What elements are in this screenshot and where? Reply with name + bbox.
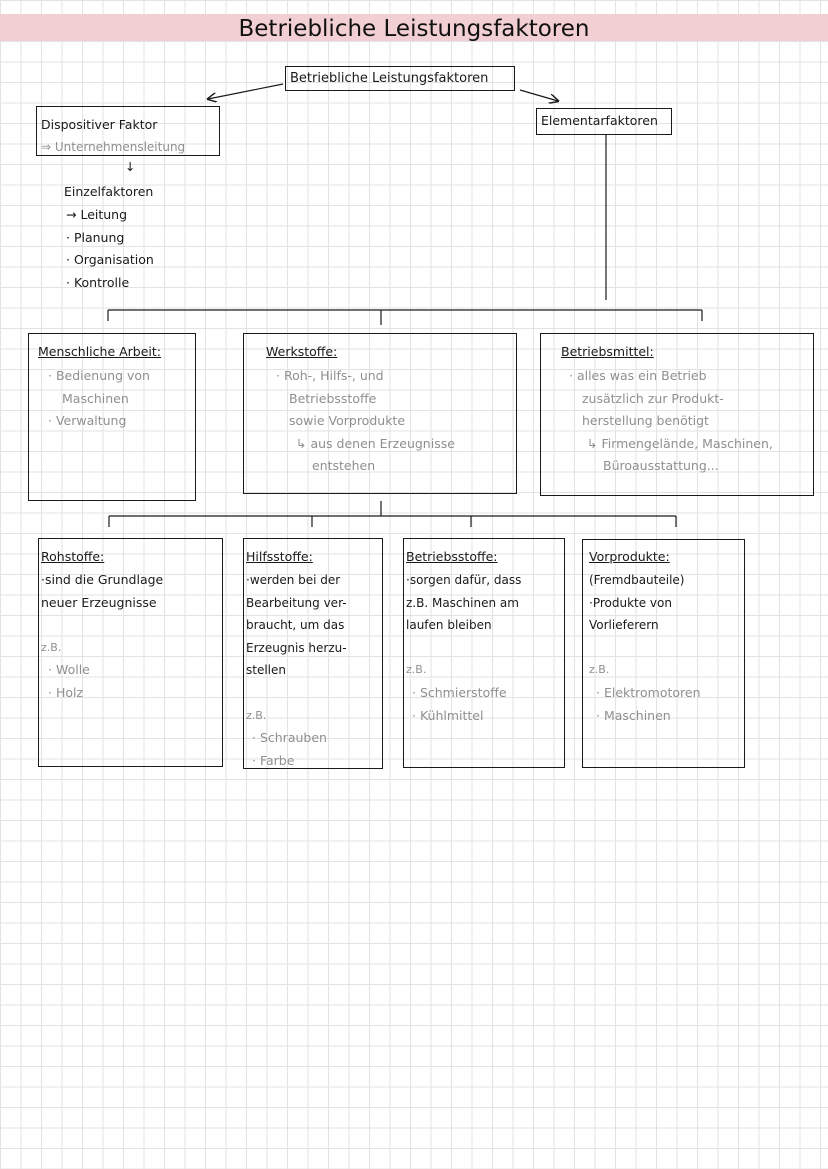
text-line: herstellung benötigt xyxy=(582,413,709,428)
text-line: Betriebsstoffe xyxy=(289,390,377,406)
arrow-to-elementar xyxy=(519,89,558,101)
text-line: ↳ aus denen Erzeugnisse xyxy=(296,435,455,451)
betriebsstoffe-text: ·sorgen dafür, dass z.B. Maschinen am la… xyxy=(406,569,521,637)
text-line: laufen bleiben xyxy=(406,618,492,632)
text-line: · alles was ein Betrieb xyxy=(569,368,707,383)
betriebsstoffe-zb: z.B. xyxy=(406,663,427,676)
page-title: Betriebliche Leistungsfaktoren xyxy=(238,16,590,42)
vorprodukte-zb: z.B. xyxy=(589,663,610,676)
vorprodukte-box xyxy=(582,539,745,768)
text-line: z.B. Maschinen am xyxy=(406,595,519,610)
example-item: · Elektromotoren xyxy=(596,685,701,700)
betriebsmittel-text: · alles was ein Betrieb zusätzlich zur P… xyxy=(569,365,773,478)
betriebsmittel-heading: Betriebsmittel: xyxy=(561,344,654,359)
text-line: ·werden bei der xyxy=(246,573,341,587)
text-line: Erzeugnis herzu- xyxy=(246,640,347,655)
text-line: · Verwaltung xyxy=(48,413,127,428)
elementar-label: Elementarfaktoren xyxy=(541,113,658,128)
betriebsmittel-box xyxy=(540,333,814,496)
text-line: Bearbeitung ver- xyxy=(246,595,347,610)
einzelfaktor-item: · Planung xyxy=(66,229,125,245)
text-line: sowie Vorprodukte xyxy=(289,413,406,428)
dispositiv-box xyxy=(36,106,220,156)
root-label: Betriebliche Leistungsfaktoren xyxy=(290,71,489,86)
einzelfaktor-item: · Organisation xyxy=(66,252,154,267)
hilfsstoffe-text: ·werden bei der Bearbeitung ver- braucht… xyxy=(246,569,347,682)
hilfsstoffe-heading: Hilfsstoffe: xyxy=(246,549,313,564)
hilfsstoffe-examples: · Schrauben · Farbe xyxy=(252,727,327,772)
rohstoffe-heading: Rohstoffe: xyxy=(41,549,105,564)
werkstoffe-text: · Roh-, Hilfs-, und Betriebsstoffe sowie… xyxy=(276,365,455,478)
vorprodukte-heading: Vorprodukte: xyxy=(589,549,670,564)
root-box xyxy=(285,66,515,91)
betriebsstoffe-box xyxy=(403,538,565,768)
menschliche-arbeit-text: · Bedienung von Maschinen · Verwaltung xyxy=(48,365,150,433)
down-arrow: ↓ xyxy=(125,159,136,174)
dispositiv-sub: ⇒ Unternehmensleitung xyxy=(41,140,186,154)
rohstoffe-text: ·sind die Grundlage neuer Erzeugnisse xyxy=(41,569,163,614)
example-item: · Schrauben xyxy=(252,730,327,745)
example-item: · Holz xyxy=(48,684,84,700)
example-item: · Schmierstoffe xyxy=(412,685,507,700)
text-line: braucht, um das xyxy=(246,618,345,632)
text-line: Maschinen xyxy=(62,390,129,406)
text-line: Vorlieferern xyxy=(589,618,659,632)
hilfsstoffe-box xyxy=(243,538,383,769)
einzelfaktor-item: · Kontrolle xyxy=(66,274,130,290)
vorprodukte-text: (Fremdbauteile) ·Produkte von Vorliefere… xyxy=(589,569,684,637)
einzelfaktor-item: → Leitung xyxy=(66,207,128,222)
example-item: · Wolle xyxy=(48,662,90,677)
example-item: · Kühlmittel xyxy=(412,707,484,723)
betriebsstoffe-heading: Betriebsstoffe: xyxy=(406,549,498,564)
vorprodukte-examples: · Elektromotoren · Maschinen xyxy=(596,682,701,727)
text-line: neuer Erzeugnisse xyxy=(41,594,157,610)
example-item: · Maschinen xyxy=(596,707,671,723)
hilfsstoffe-zb: z.B. xyxy=(246,709,267,722)
rohstoffe-box xyxy=(38,538,223,767)
text-line: entstehen xyxy=(312,458,376,473)
elementar-box xyxy=(536,108,672,135)
dispositiv-heading: Dispositiver Faktor xyxy=(41,117,158,132)
text-line: ·Produkte von xyxy=(589,595,672,610)
werkstoffe-heading: Werkstoffe: xyxy=(266,344,338,359)
text-line: ↳ Firmengelände, Maschinen, xyxy=(587,435,773,451)
einzelfaktoren-list: → Leitung · Planung · Organisation · Kon… xyxy=(66,204,154,294)
text-line: · Roh-, Hilfs-, und xyxy=(276,368,384,383)
rohstoffe-examples: · Wolle · Holz xyxy=(48,659,90,704)
einzelfaktoren-heading: Einzelfaktoren xyxy=(64,184,154,199)
example-item: · Farbe xyxy=(252,752,295,768)
text-line: ·sorgen dafür, dass xyxy=(406,573,522,587)
menschliche-arbeit-heading: Menschliche Arbeit: xyxy=(38,344,162,359)
text-line: stellen xyxy=(246,663,286,677)
text-line: Büroausstattung... xyxy=(603,458,719,473)
title-highlight xyxy=(0,14,828,41)
arrow-to-dispositiv xyxy=(208,83,284,99)
text-line: ·sind die Grundlage xyxy=(41,572,164,587)
menschliche-arbeit-box xyxy=(28,333,196,501)
betriebsstoffe-examples: · Schmierstoffe · Kühlmittel xyxy=(412,682,507,727)
text-line: zusätzlich zur Produkt- xyxy=(582,390,724,406)
werkstoffe-box xyxy=(243,333,517,494)
text-line: (Fremdbauteile) xyxy=(589,573,685,587)
rohstoffe-zb: z.B. xyxy=(41,641,62,654)
text-line: · Bedienung von xyxy=(48,368,150,383)
